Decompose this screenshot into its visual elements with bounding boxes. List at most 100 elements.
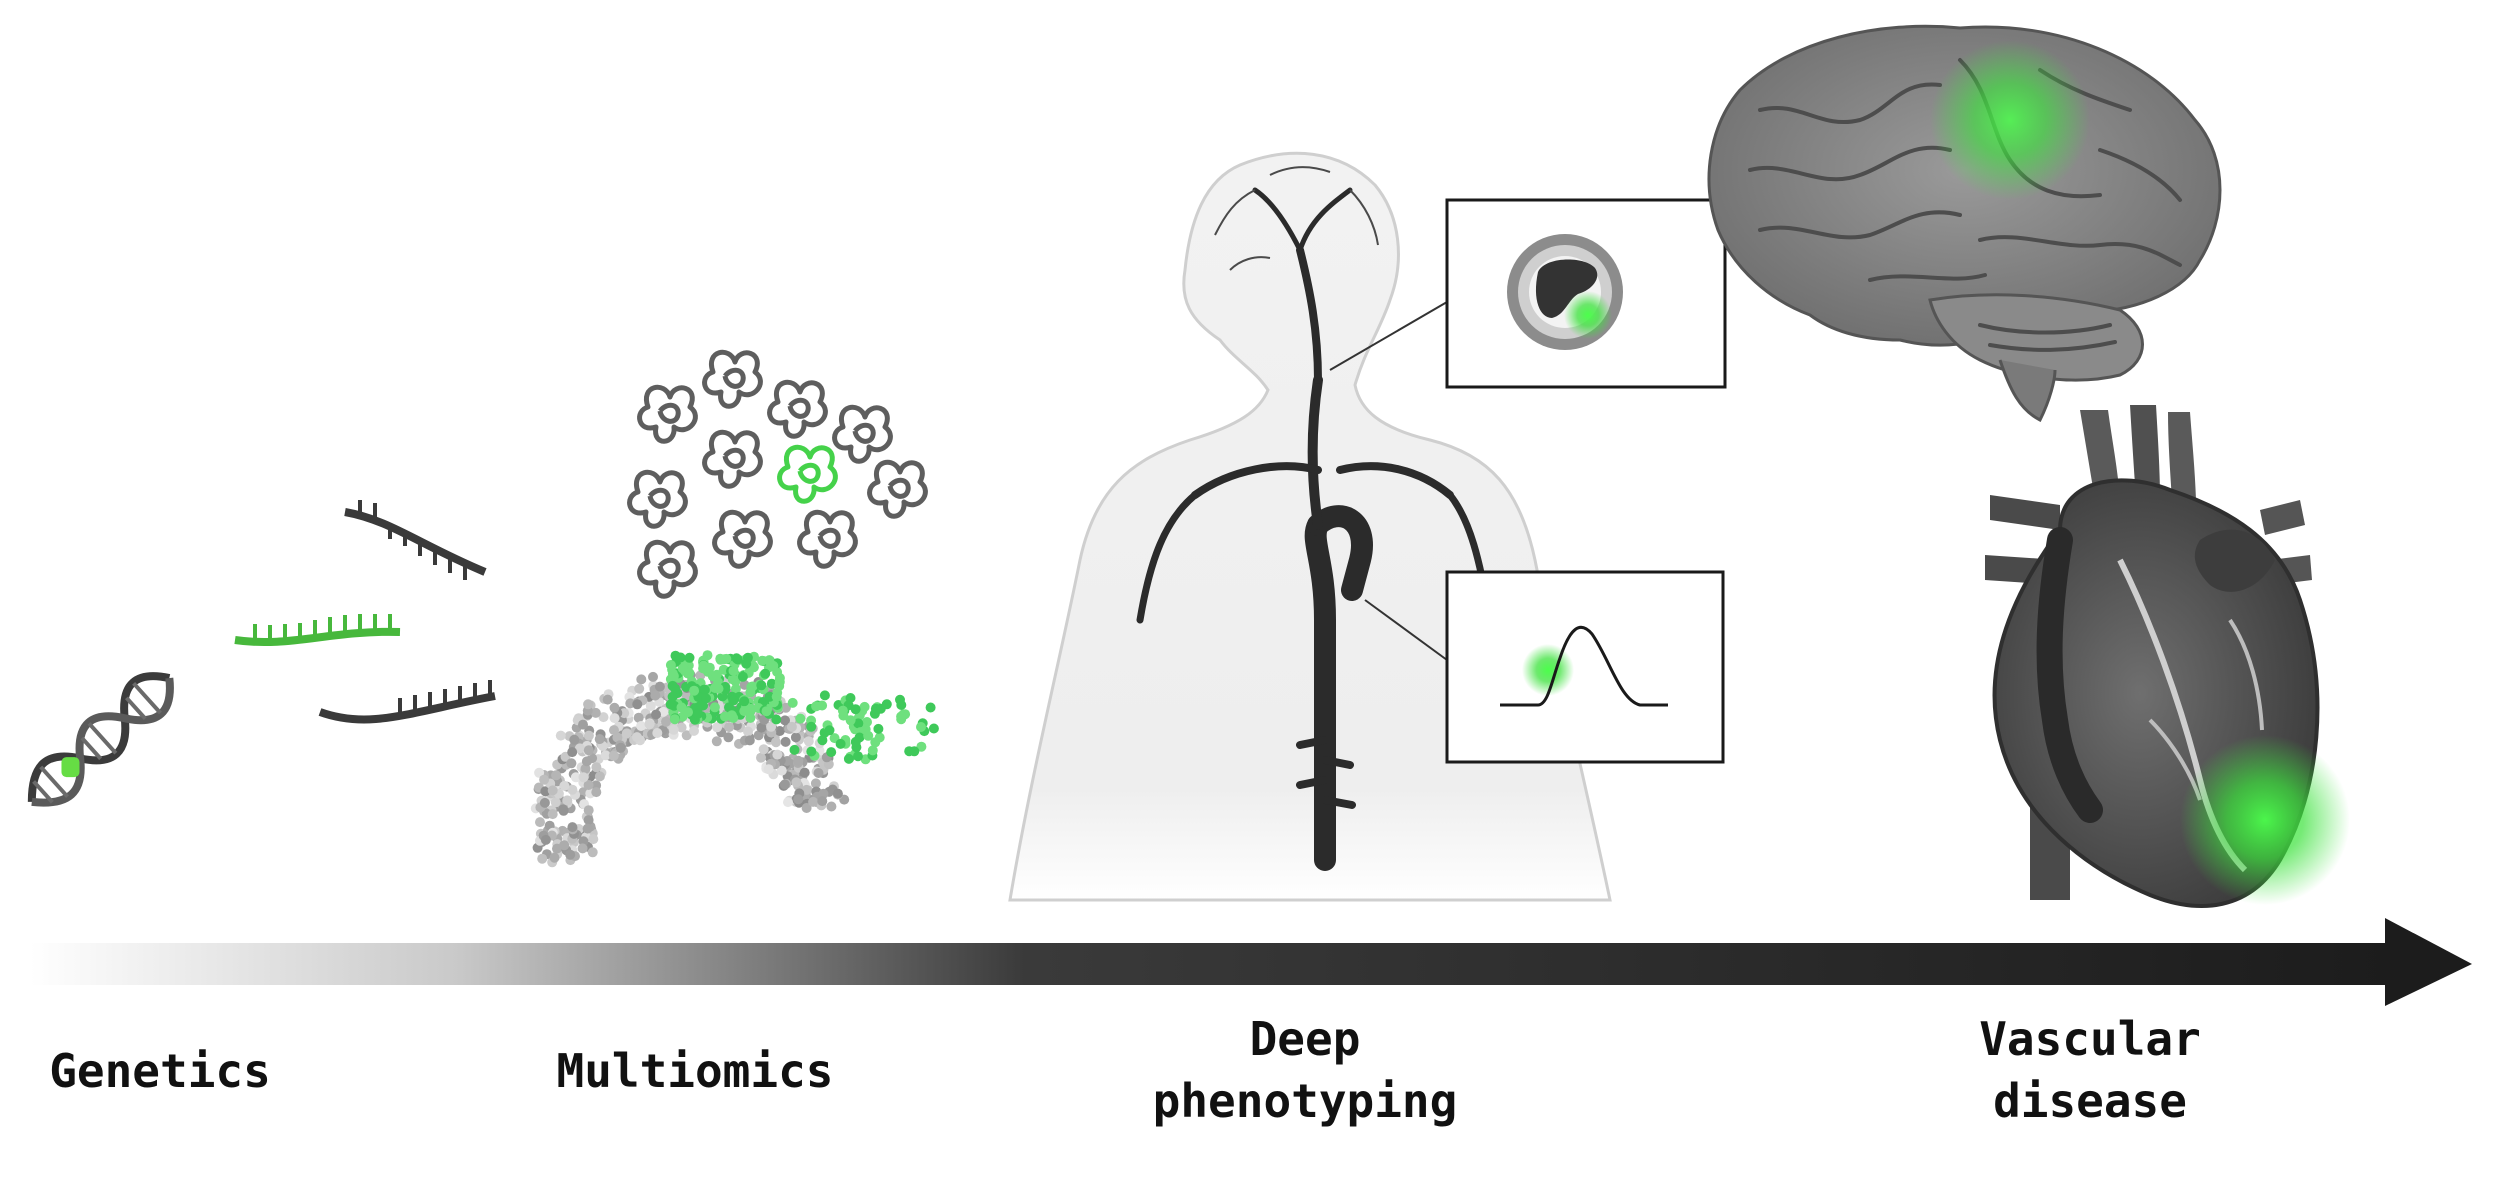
cell-dot xyxy=(745,735,755,745)
cell-dot xyxy=(610,703,620,713)
cell-dot xyxy=(632,732,642,742)
pulse-wave-icon xyxy=(1447,572,1723,762)
cell-dot xyxy=(705,663,715,673)
cell-dot xyxy=(774,681,784,691)
cell-dot xyxy=(609,751,619,761)
cell-dot xyxy=(540,798,550,808)
cell-dot xyxy=(783,797,793,807)
cell-dot xyxy=(610,713,620,723)
cell-dot xyxy=(712,670,722,680)
cell-dot xyxy=(569,735,579,745)
cell-dot xyxy=(539,775,549,785)
cell-dot xyxy=(745,687,755,697)
artery-crosssection-icon xyxy=(1447,200,1725,387)
cell-dot xyxy=(909,746,919,756)
cell-dot xyxy=(806,722,816,732)
cell-dot xyxy=(550,853,560,863)
rna-strand-icon xyxy=(345,500,485,580)
stage-label-line: Multiomics xyxy=(545,1040,845,1102)
protein-icon xyxy=(870,462,926,516)
cell-dot xyxy=(896,714,906,724)
cell-dot xyxy=(541,835,551,845)
cell-dot xyxy=(584,815,594,825)
cell-dot xyxy=(636,721,646,731)
cell-dot xyxy=(838,706,848,716)
cell-dot xyxy=(743,727,753,737)
stage-label-multiomics: Multiomics xyxy=(545,1040,845,1102)
cell-dot xyxy=(609,725,619,735)
cell-dot xyxy=(793,756,803,766)
cell-dot xyxy=(771,737,781,747)
cell-dot xyxy=(661,717,671,727)
cell-dot xyxy=(666,699,676,709)
brain-icon xyxy=(1709,26,2220,420)
cell-dot xyxy=(814,768,824,778)
cell-dot xyxy=(836,739,846,749)
cell-dot xyxy=(862,717,872,727)
cell-dot xyxy=(588,847,598,857)
cell-dot xyxy=(537,854,547,864)
cell-dot xyxy=(712,736,722,746)
cell-dot xyxy=(556,731,566,741)
cell-dot xyxy=(811,701,821,711)
cell-dot xyxy=(548,785,558,795)
cell-dot xyxy=(729,666,739,676)
cell-dot xyxy=(548,809,558,819)
rna-strand-icon xyxy=(320,680,495,720)
cell-dot xyxy=(853,751,863,761)
cell-dot xyxy=(567,822,577,832)
cell-dot xyxy=(762,706,772,716)
cell-dot xyxy=(595,771,605,781)
stage-label-phenotyping: Deep phenotyping xyxy=(1140,1008,1470,1132)
cell-dot xyxy=(670,714,680,724)
cell-dot xyxy=(795,714,805,724)
protein-icon xyxy=(715,512,771,566)
cell-dot xyxy=(591,762,601,772)
cell-dot xyxy=(791,732,801,742)
cell-dot xyxy=(808,797,818,807)
cell-dot xyxy=(669,725,679,735)
cell-dot xyxy=(646,701,656,711)
cell-dot xyxy=(833,789,843,799)
cell-dot xyxy=(851,704,861,714)
cell-dot xyxy=(806,747,816,757)
cell-dot xyxy=(603,695,613,705)
cell-dot xyxy=(873,724,883,734)
cell-dot xyxy=(558,804,568,814)
cell-dot xyxy=(678,664,688,674)
cell-dot xyxy=(583,699,593,709)
cell-dot xyxy=(738,672,748,682)
cell-dot xyxy=(636,674,646,684)
cell-dot xyxy=(760,669,770,679)
cell-dot xyxy=(844,754,854,764)
cell-dot xyxy=(567,747,577,757)
cell-dot xyxy=(584,745,594,755)
cell-dot xyxy=(790,745,800,755)
cell-dot xyxy=(895,695,905,705)
stage-label-line: Vascular xyxy=(1940,1008,2240,1070)
cell-dot xyxy=(723,732,733,742)
stage-label-line: phenotyping xyxy=(1140,1070,1470,1132)
cell-dot xyxy=(851,737,861,747)
cell-dot xyxy=(559,840,569,850)
cell-dot xyxy=(551,797,561,807)
cell-dot xyxy=(712,722,722,732)
stage-label-disease: Vascular disease xyxy=(1940,1008,2240,1132)
cell-dot xyxy=(632,699,642,709)
cell-dot xyxy=(634,684,644,694)
rna-strand-icon xyxy=(235,614,400,643)
cell-dot xyxy=(591,787,601,797)
cell-dot xyxy=(756,680,766,690)
protein-icon xyxy=(705,352,761,406)
cell-dot xyxy=(826,747,836,757)
cell-dot xyxy=(804,736,814,746)
cell-dot xyxy=(650,691,660,701)
cell-cluster-icon xyxy=(531,650,939,867)
cell-dot xyxy=(652,728,662,738)
cell-dot xyxy=(817,735,827,745)
cell-dot xyxy=(677,702,687,712)
cell-dot xyxy=(689,726,699,736)
cell-dot xyxy=(710,702,720,712)
